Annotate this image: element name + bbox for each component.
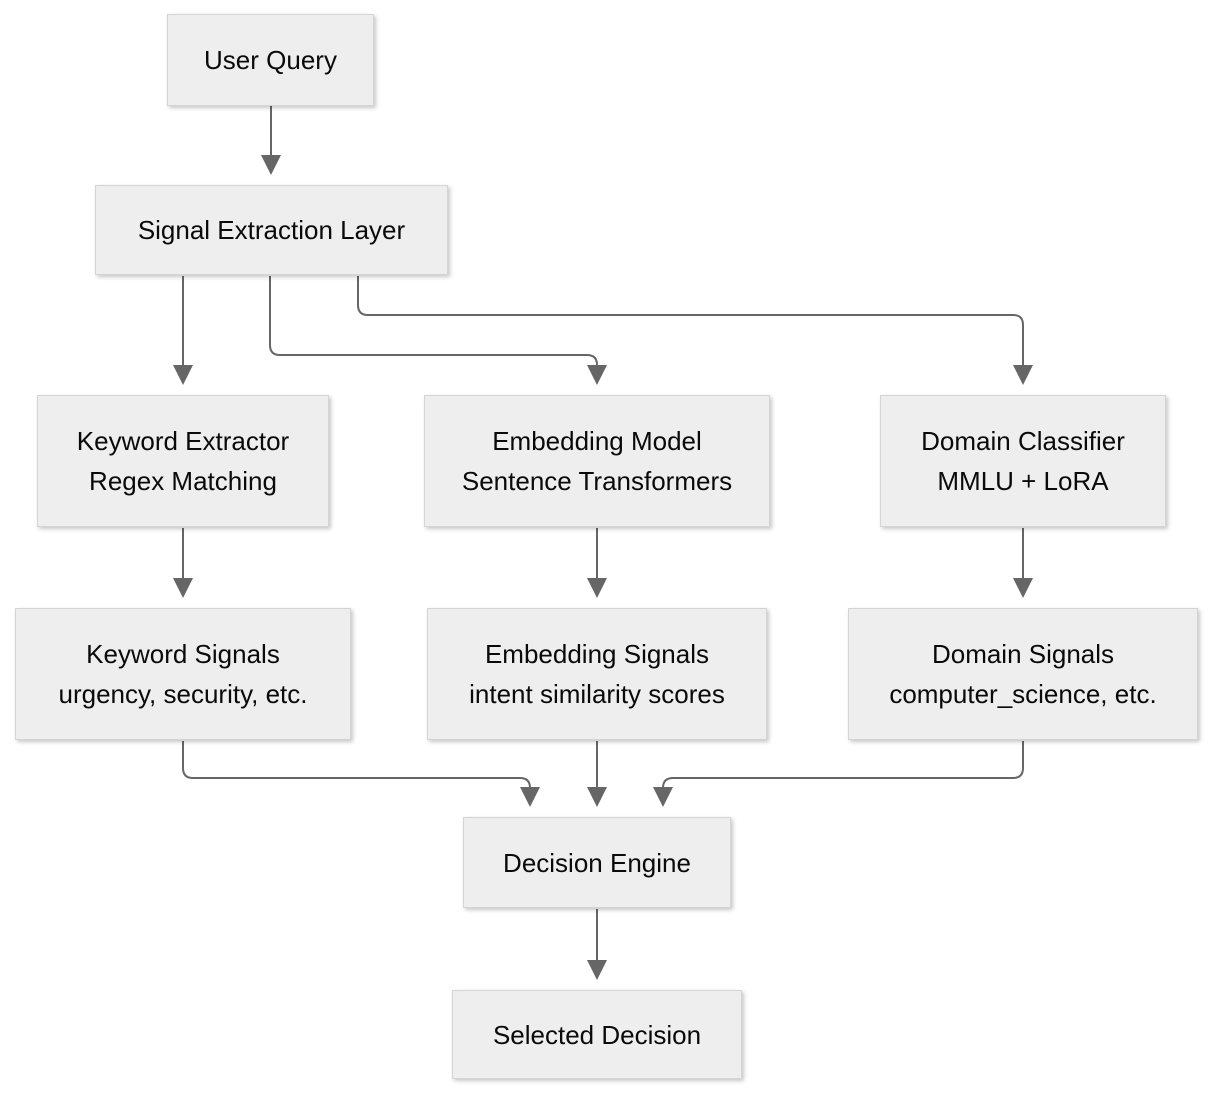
node-label: Decision Engine [503,847,691,878]
node-sublabel: MMLU + LoRA [937,466,1109,496]
node-sublabel: Sentence Transformers [461,466,733,496]
node-sublabel: urgency, security, etc. [58,679,308,709]
node-embedding-signals: Embedding Signals intent similarity scor… [427,608,767,740]
node-sublabel: Regex Matching [89,466,277,496]
node-signal-extraction-layer: Signal Extraction Layer [95,185,448,275]
node-label: Domain Signals [931,639,1115,669]
node-label: Selected Decision [492,1019,702,1050]
node-sublabel: intent similarity scores [469,679,725,709]
node-sublabel: computer_science, etc. [889,679,1157,709]
edge-signal-extraction-to-domain-classifier [357,276,1033,385]
node-label: Keyword Signals [86,639,280,669]
node-selected-decision: Selected Decision [452,990,742,1079]
node-label: User Query [204,45,337,75]
node-label: Embedding Model [492,426,702,456]
edge-signal-extraction-to-embedding-model [269,276,607,385]
node-keyword-extractor: Keyword Extractor Regex Matching [37,395,329,527]
node-keyword-signals: Keyword Signals urgency, security, etc. [15,608,351,740]
node-user-query: User Query [167,14,374,106]
node-label: Signal Extraction Layer [137,215,406,245]
node-domain-classifier: Domain Classifier MMLU + LoRA [880,395,1166,527]
node-label: Keyword Extractor [76,426,290,456]
node-label: Embedding Signals [484,639,710,669]
node-embedding-model: Embedding Model Sentence Transformers [424,395,770,527]
node-domain-signals: Domain Signals computer_science, etc. [848,608,1198,740]
node-decision-engine: Decision Engine [463,817,731,908]
node-label: Domain Classifier [921,426,1125,456]
edge-keyword-signals-to-decision-engine [182,741,540,807]
edge-domain-signals-to-decision-engine [653,741,1024,807]
